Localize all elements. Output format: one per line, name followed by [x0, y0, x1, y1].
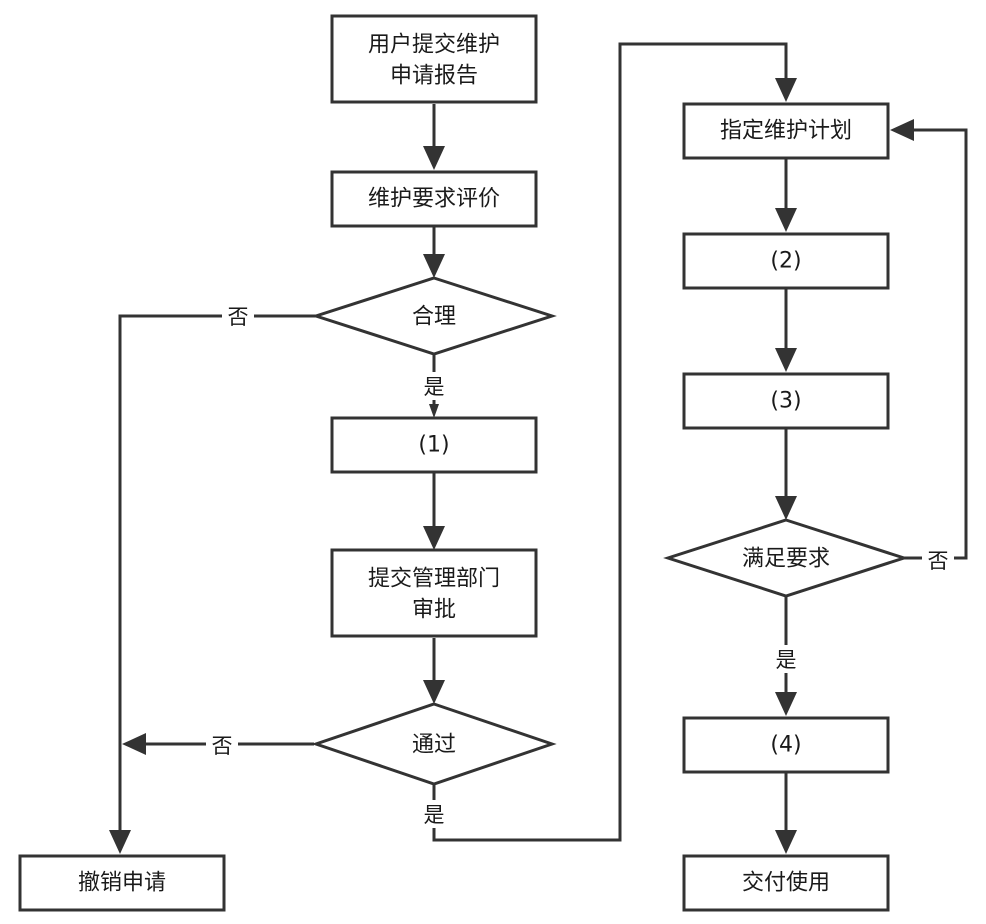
label-satisfy-yes: 是 — [776, 648, 797, 672]
arrowhead — [775, 830, 797, 854]
node-cancel-label: 撤销申请 — [78, 871, 166, 896]
node-step4: (4) — [682, 716, 890, 774]
node-submit-report: 用户提交维护 申请报告 — [330, 14, 538, 104]
arrowhead — [775, 208, 797, 232]
decision-reasonable: 合理 — [311, 276, 557, 356]
label-pass-yes: 是 — [424, 803, 445, 827]
node-evaluate: 维护要求评价 — [330, 170, 538, 228]
decision-pass-label: 通过 — [412, 733, 456, 758]
node-step2: (2) — [682, 232, 890, 290]
node-cancel: 撤销申请 — [18, 854, 226, 912]
edge-satisfy-no-to-plan — [904, 128, 968, 560]
node-step4-label: (4) — [770, 733, 801, 758]
arrowhead — [109, 830, 131, 854]
label-reasonable-yes: 是 — [424, 375, 445, 399]
arrowhead — [890, 119, 914, 141]
node-plan-label: 指定维护计划 — [720, 119, 852, 144]
arrowhead — [775, 348, 797, 372]
node-approve-line2: 审批 — [412, 598, 456, 623]
node-evaluate-label: 维护要求评价 — [368, 187, 500, 212]
decision-pass: 通过 — [311, 702, 557, 786]
node-approve-line1: 提交管理部门 — [368, 567, 500, 592]
node-submit-line2: 申请报告 — [390, 64, 478, 89]
node-deliver: 交付使用 — [682, 854, 890, 912]
arrowhead — [423, 254, 445, 278]
label-reasonable-no: 否 — [228, 305, 249, 329]
arrowhead — [775, 496, 797, 520]
node-step2-label: (2) — [770, 249, 801, 274]
node-step3-label: (3) — [770, 389, 801, 414]
arrowhead — [423, 526, 445, 550]
decision-reasonable-label: 合理 — [412, 305, 456, 330]
node-step1-label: (1) — [418, 433, 449, 458]
node-plan: 指定维护计划 — [682, 102, 890, 160]
node-approve: 提交管理部门 审批 — [330, 548, 538, 638]
arrowhead — [423, 146, 445, 170]
arrowhead — [775, 78, 797, 102]
node-step1: (1) — [330, 416, 538, 474]
arrowhead — [775, 692, 797, 716]
arrowhead — [429, 404, 439, 418]
label-pass-no: 否 — [212, 734, 233, 758]
decision-satisfy-label: 满足要求 — [742, 547, 830, 572]
node-submit-line1: 用户提交维护 — [368, 33, 500, 58]
node-step3: (3) — [682, 372, 890, 430]
node-deliver-label: 交付使用 — [742, 871, 830, 896]
edge-pass-yes-to-plan — [432, 42, 788, 842]
decision-satisfy: 满足要求 — [663, 518, 909, 598]
nodes: 用户提交维护 申请报告 维护要求评价 合理 (1) 提交管理部门 审批 通过 — [18, 14, 909, 912]
label-satisfy-no: 否 — [928, 549, 949, 573]
edge-labels: 否 是 否 是 否 是 — [206, 302, 954, 828]
arrowhead — [122, 733, 146, 755]
arrowhead — [423, 680, 445, 704]
